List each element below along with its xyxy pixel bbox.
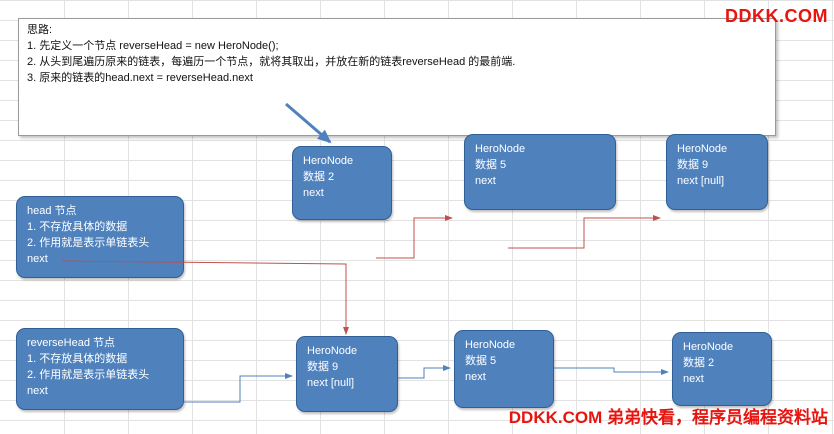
bottom-link-arrow-2	[554, 367, 669, 375]
bottom-hero-node-3-next: next	[683, 373, 704, 385]
top-hero-node-1-data: 数据 2	[303, 171, 335, 183]
reverse-head-node: reverseHead 节点 1. 不存放具体的数据 2. 作用就是表示单链表头…	[16, 328, 184, 410]
top-link-arrow-1	[376, 215, 453, 259]
bottom-hero-node-3: HeroNode 数据 2 next	[672, 332, 772, 406]
bottom-hero-node-1-next: next [null]	[307, 377, 355, 389]
note-line-1: 1. 先定义一个节点 reverseHead = new HeroNode();	[27, 40, 279, 52]
bottom-hero-node-3-name: HeroNode	[683, 341, 734, 353]
reverse-head-node-next: next	[27, 385, 48, 397]
head-node: head 节点 1. 不存放具体的数据 2. 作用就是表示单链表头 next	[16, 196, 184, 278]
top-hero-node-1: HeroNode 数据 2 next	[292, 146, 392, 220]
top-link-arrow-2	[508, 215, 661, 249]
reverse-head-node-line-2: 2. 作用就是表示单链表头	[27, 369, 150, 381]
top-hero-node-1-name: HeroNode	[303, 155, 354, 167]
top-hero-node-2-name: HeroNode	[475, 143, 526, 155]
top-hero-node-3-next: next [null]	[677, 175, 725, 187]
bottom-hero-node-2-next: next	[465, 371, 486, 383]
note-title: 思路:	[27, 24, 53, 36]
head-node-line-2: 2. 作用就是表示单链表头	[27, 237, 150, 249]
head-node-title: head 节点	[27, 205, 77, 217]
idea-note: 思路: 1. 先定义一个节点 reverseHead = new HeroNod…	[18, 18, 776, 136]
reverse-head-node-line-1: 1. 不存放具体的数据	[27, 353, 128, 365]
reverse-head-node-title: reverseHead 节点	[27, 337, 116, 349]
head-node-next: next	[27, 253, 48, 265]
bottom-hero-node-3-data: 数据 2	[683, 357, 715, 369]
watermark-top: DDKK.COM	[725, 6, 828, 26]
top-hero-node-3-name: HeroNode	[677, 143, 728, 155]
bottom-hero-node-2-name: HeroNode	[465, 339, 516, 351]
top-hero-node-2-next: next	[475, 175, 496, 187]
bottom-hero-node-1: HeroNode 数据 9 next [null]	[296, 336, 398, 412]
bottom-hero-node-1-name: HeroNode	[307, 345, 358, 357]
note-line-2: 2. 从头到尾遍历原来的链表，每遍历一个节点，就将其取出，并放在新的链表reve…	[27, 56, 516, 68]
top-hero-node-3: HeroNode 数据 9 next [null]	[666, 134, 768, 210]
top-hero-node-2-data: 数据 5	[475, 159, 507, 171]
head-next-arrow	[61, 260, 349, 335]
reverse-head-link-arrow	[184, 373, 293, 403]
top-hero-node-2: HeroNode 数据 5 next	[464, 134, 616, 210]
bottom-hero-node-2-data: 数据 5	[465, 355, 497, 367]
bottom-link-arrow-1	[398, 365, 451, 379]
note-pointer-arrow	[285, 102, 332, 144]
head-node-line-1: 1. 不存放具体的数据	[27, 221, 128, 233]
bottom-hero-node-1-data: 数据 9	[307, 361, 339, 373]
top-hero-node-3-data: 数据 9	[677, 159, 709, 171]
top-hero-node-1-next: next	[303, 187, 324, 199]
watermark-bottom: DDKK.COM 弟弟快看，程序员编程资料站	[508, 408, 828, 427]
note-line-3: 3. 原来的链表的head.next = reverseHead.next	[27, 72, 253, 84]
bottom-hero-node-2: HeroNode 数据 5 next	[454, 330, 554, 408]
